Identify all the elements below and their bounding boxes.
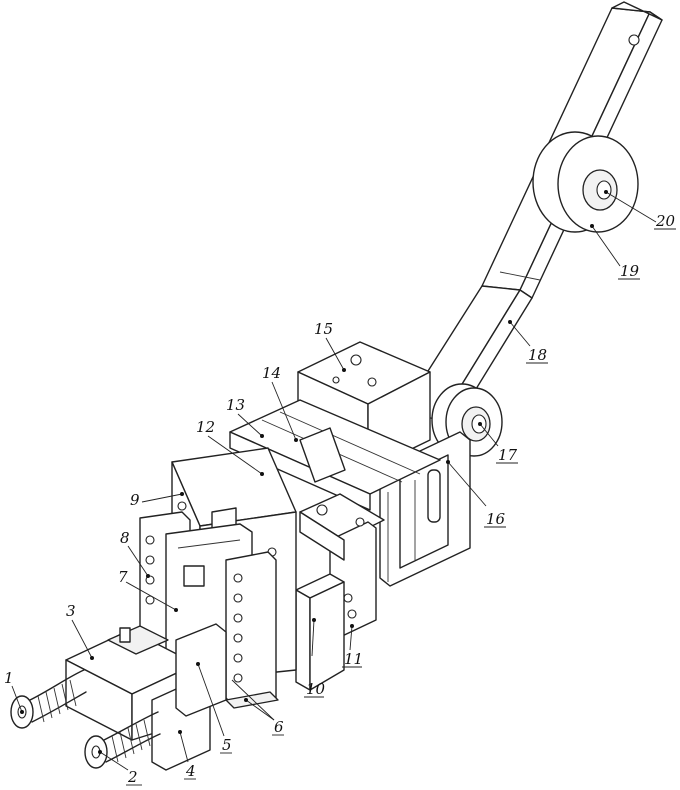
label-20: 20 [655,212,676,230]
label-17: 17 [498,446,518,464]
label-13: 13 [226,396,245,414]
roller-wheel-19 [532,131,639,233]
spring-2 [84,711,161,769]
roller-axle-20 [596,180,612,200]
label-15: 15 [314,320,333,338]
label-5: 5 [222,736,232,754]
label-14: 14 [262,364,281,382]
guide-block-10 [295,573,345,691]
part-labels: 1 2 3 4 5 6 7 8 9 10 11 12 13 14 15 16 1… [4,212,676,786]
side-bracket-11 [299,493,385,639]
label-16: 16 [486,510,506,528]
label-19: 19 [620,262,640,280]
clamp-plate-6 [225,551,279,709]
label-11: 11 [344,650,363,668]
label-2: 2 [127,768,138,786]
leader-lines [11,190,657,771]
label-3: 3 [66,602,76,620]
label-18: 18 [528,346,547,364]
label-1: 1 [4,669,14,687]
label-12: 12 [196,418,215,436]
jaw-block-5 [175,623,227,717]
label-6: 6 [274,718,284,736]
label-8: 8 [120,529,130,547]
label-10: 10 [306,680,326,698]
label-9: 9 [130,491,140,509]
label-4: 4 [185,762,196,780]
label-7: 7 [118,568,128,586]
